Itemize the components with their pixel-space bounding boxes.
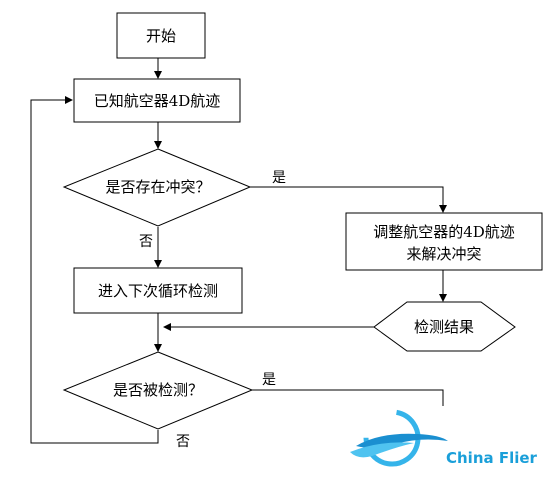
known-4d-node: 已知航空器4D航迹: [73, 78, 241, 123]
next-loop-label: 进入下次循环检测: [98, 282, 218, 300]
detect-result-node: 检测结果: [373, 301, 516, 352]
conflict-yes-label: 是: [272, 170, 286, 186]
adjust-label-line2: 来解决冲突: [406, 245, 481, 263]
detected-yes-label: 是: [262, 372, 276, 388]
conflict-decision: 是否存在冲突？: [62, 148, 252, 227]
detected-decision: 是否被检测？: [62, 351, 254, 430]
edge-detected-yes: [252, 389, 444, 406]
china-flier-logo-text: China Flier: [446, 449, 538, 467]
china-flier-logo-icon: [350, 409, 448, 467]
conflict-no-label: 否: [139, 234, 153, 250]
conflict-decision-label: 是否存在冲突？: [105, 178, 210, 196]
next-loop-node: 进入下次循环检测: [73, 267, 243, 314]
start-node: 开始: [116, 12, 206, 59]
edge-conflict-yes: [250, 186, 447, 213]
detected-decision-label: 是否被检测？: [113, 381, 203, 399]
start-label: 开始: [146, 27, 176, 45]
detected-no-label: 否: [176, 434, 190, 450]
edge-detected-no-loop: [30, 96, 159, 444]
adjust-node: 调整航空器的4D航迹 来解决冲突: [345, 212, 543, 271]
detect-result-label: 检测结果: [414, 318, 474, 336]
known-4d-label: 已知航空器4D航迹: [94, 92, 221, 110]
china-flier-logo: China Flier: [350, 409, 538, 467]
adjust-label-line1: 调整航空器的4D航迹: [373, 223, 515, 241]
